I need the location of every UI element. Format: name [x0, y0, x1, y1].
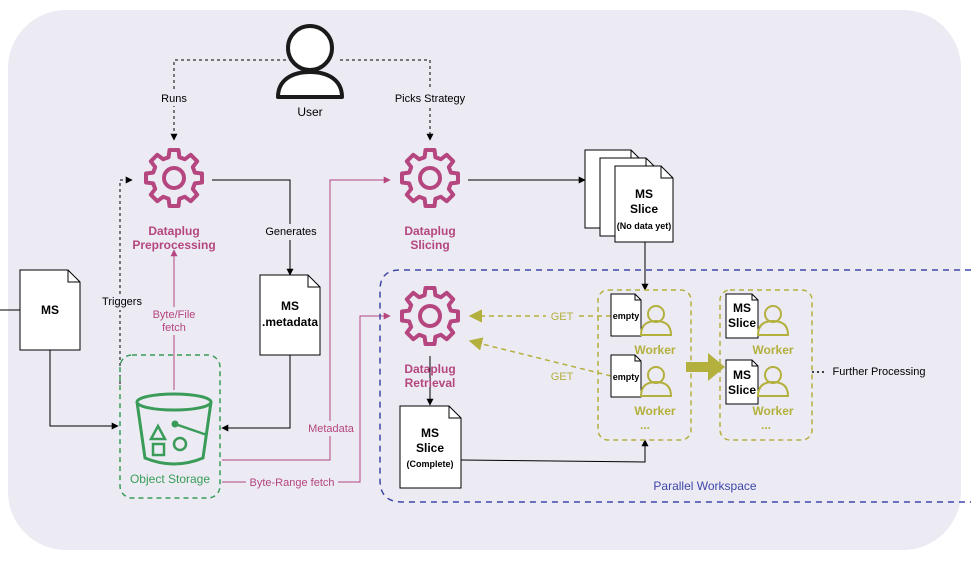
ms-slice-small-label-2b: Slice — [728, 383, 756, 397]
ms-slice-small-label-1b: Slice — [728, 316, 756, 330]
worker-more-label-2: ... — [761, 418, 771, 432]
preprocessing-label-1: Dataplug — [148, 224, 199, 238]
byte-range-fetch-label: Byte-Range fetch — [250, 477, 335, 489]
user-head-icon — [286, 24, 334, 72]
ms-metadata-label-1: MS — [281, 299, 299, 313]
user-label: User — [297, 105, 322, 119]
byte-file-fetch-label-1: Byte/File — [153, 309, 196, 321]
preprocessing-component: Dataplug Preprocessing — [132, 148, 216, 252]
picks-strategy-label: Picks Strategy — [395, 93, 466, 105]
worker-label-4: Worker — [752, 404, 793, 418]
ms-slice-small-label-1a: MS — [733, 301, 751, 315]
preprocessing-label-2: Preprocessing — [132, 238, 215, 252]
triggers-label: Triggers — [102, 296, 142, 308]
worker-label-2: Worker — [634, 404, 675, 418]
ms-slice-complete-document: MS Slice (Complete) — [399, 405, 462, 489]
retrieval-label-1: Dataplug — [404, 362, 455, 376]
metadata-edge-label: Metadata — [308, 423, 355, 435]
slicing-label-1: Dataplug — [404, 224, 455, 238]
slicing-component: Dataplug Slicing — [400, 148, 460, 252]
further-processing-label: Further Processing — [833, 366, 926, 378]
get-label-1: GET — [551, 311, 574, 323]
ms-slice-nodata-label-2: Slice — [630, 202, 658, 216]
bucket-icon — [135, 392, 213, 466]
get-label-2: GET — [551, 371, 574, 383]
empty-slice-label-2: empty — [613, 372, 640, 382]
worker-group-filled: MS Slice Worker MS Slice Worker ... — [719, 289, 813, 441]
slicing-label-2: Slicing — [410, 238, 449, 252]
background-panel — [8, 10, 961, 550]
worker-group-empty: empty Worker empty Worker ... — [597, 289, 692, 441]
ms-slice-complete-label-2: Slice — [416, 441, 444, 455]
byte-file-fetch-label-2: fetch — [162, 322, 186, 334]
empty-slice-label-1: empty — [613, 311, 640, 321]
worker-label-1: Worker — [634, 343, 675, 357]
ms-metadata-document: MS .metadata — [259, 274, 321, 356]
ms-document: MS — [19, 269, 81, 351]
ms-slice-stack: MS Slice (No data yet) — [584, 149, 674, 243]
ms-slice-complete-label-3: (Complete) — [407, 459, 454, 469]
runs-label: Runs — [161, 93, 187, 105]
user-actor: User — [276, 24, 344, 119]
parallel-workspace-label: Parallel Workspace — [653, 479, 756, 493]
worker-label-3: Worker — [752, 343, 793, 357]
ms-slice-nodata-label-3: (No data yet) — [617, 221, 672, 231]
user-body-icon — [276, 70, 344, 99]
object-storage: Object Storage — [119, 354, 221, 499]
ms-slice-small-label-2a: MS — [733, 368, 751, 382]
worker-more-label-1: ... — [640, 418, 650, 432]
ms-slice-nodata-label-1: MS — [635, 187, 653, 201]
connectors — [0, 59, 930, 483]
ms-document-label: MS — [41, 303, 59, 317]
generates-label: Generates — [265, 226, 317, 238]
retrieval-component: Dataplug Retrieval — [400, 286, 460, 390]
ms-slice-complete-label-1: MS — [421, 426, 439, 440]
retrieval-label-2: Retrieval — [405, 376, 456, 390]
parallel-workspace: Parallel Workspace — [379, 269, 971, 503]
transition-arrow-icon — [686, 353, 725, 381]
object-storage-label: Object Storage — [130, 472, 210, 486]
ms-metadata-label-2: .metadata — [262, 315, 318, 329]
